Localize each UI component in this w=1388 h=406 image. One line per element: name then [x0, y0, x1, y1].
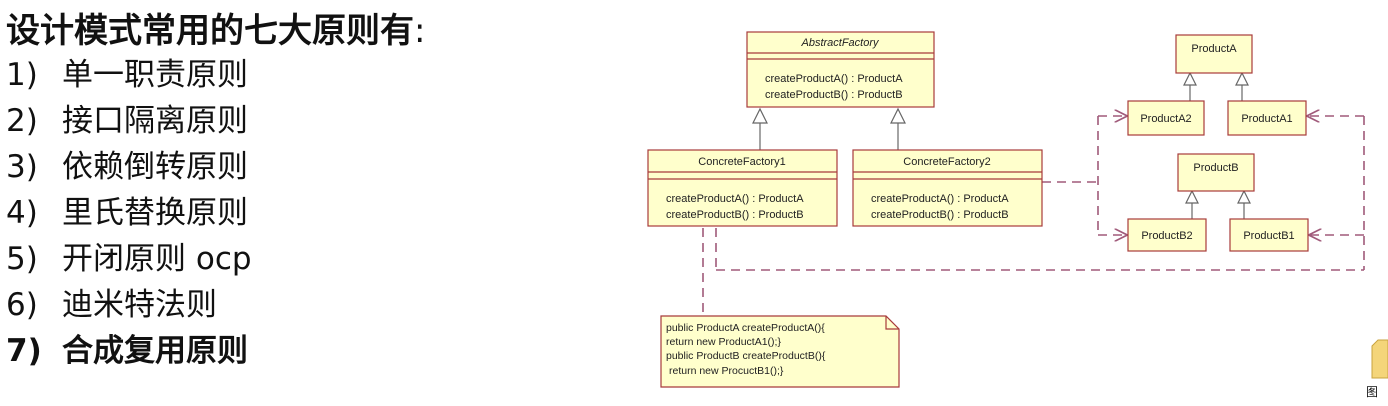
method: createProductA() : ProductA: [871, 193, 1009, 205]
principle-number: 7): [6, 333, 42, 369]
product-b2-box: [1127, 218, 1207, 252]
product-a1-box: [1227, 100, 1307, 136]
class-name: ConcreteFactory1: [698, 156, 785, 168]
principle-number: 2): [6, 103, 38, 139]
principle-number: 5): [6, 241, 38, 277]
principle-label: 里氏替换原则: [62, 195, 248, 231]
principle-label: 开闭原则 ocp: [62, 241, 252, 277]
inheritance-triangle: [1183, 71, 1197, 86]
principle-label: 单一职责原则: [62, 57, 248, 93]
principle-number: 3): [6, 149, 38, 185]
class-name: ConcreteFactory2: [903, 156, 990, 168]
note-line: public ProductB createProductB(){: [666, 350, 826, 362]
principle-label: 接口隔离原则: [62, 103, 248, 139]
principle-label: 合成复用原则: [62, 333, 248, 369]
principle-item-1: 1) 单一职责原则: [6, 52, 566, 98]
code-note: public ProductA createProductA(){ return…: [660, 315, 900, 388]
title-colon: :: [414, 11, 426, 51]
inheritance-triangle: [752, 107, 768, 124]
note-line: public ProductA createProductA(){: [666, 322, 825, 334]
principle-item-3: 3) 依赖倒转原则: [6, 144, 566, 190]
inheritance-triangle: [1235, 71, 1249, 86]
desktop-icon-label[interactable]: 图: [1366, 385, 1379, 399]
method: createProductA() : ProductA: [666, 193, 804, 205]
principle-number: 6): [6, 287, 38, 323]
page-title: 设计模式常用的七大原则有:: [6, 10, 566, 52]
product-b2-name: ProductB2: [1141, 230, 1192, 242]
product-b1-name: ProductB1: [1243, 230, 1294, 242]
method: createProductA() : ProductA: [765, 73, 903, 85]
principle-item-6: 6) 迪米特法则: [6, 282, 566, 328]
product-a-box: [1175, 34, 1253, 74]
class-name: AbstractFactory: [800, 37, 880, 49]
concrete-factory2-class: ConcreteFactory2 createProductA() : Prod…: [852, 149, 1043, 227]
principle-item-7: 7) 合成复用原则: [6, 328, 566, 374]
principle-number: 4): [6, 195, 38, 231]
concrete-factory1-class: ConcreteFactory1 createProductA() : Prod…: [647, 149, 838, 227]
method: createProductB() : ProductB: [871, 209, 1009, 221]
principles-panel: 设计模式常用的七大原则有: 1) 单一职责原则 2) 接口隔离原则 3) 依赖倒转原则…: [6, 10, 566, 374]
method: createProductB() : ProductB: [765, 89, 903, 101]
note-line: return new ProcuctB1();}: [669, 365, 784, 377]
principle-label: 依赖倒转原则: [62, 149, 248, 185]
inheritance-triangle: [890, 107, 906, 124]
product-classes: [1127, 34, 1309, 252]
method: createProductB() : ProductB: [666, 209, 804, 221]
principle-number: 1): [6, 57, 38, 93]
inheritance-triangle: [1185, 189, 1199, 204]
folder-icon[interactable]: [1371, 339, 1388, 379]
product-a1-name: ProductA1: [1241, 113, 1292, 125]
abstract-factory-class: AbstractFactory createProductA() : Produ…: [746, 31, 935, 108]
inheritance-triangle: [1237, 189, 1251, 204]
title-text: 设计模式常用的七大原则有: [6, 11, 414, 51]
product-b1-box: [1229, 218, 1309, 252]
product-a2-name: ProductA2: [1140, 113, 1191, 125]
principle-item-5: 5) 开闭原则 ocp: [6, 236, 566, 282]
principle-item-2: 2) 接口隔离原则: [6, 98, 566, 144]
note-line: return new ProductA1();}: [666, 336, 781, 348]
product-b-box: [1177, 153, 1255, 192]
dependency-lines: [702, 116, 1365, 316]
inheritance-lines: [752, 71, 1251, 219]
product-a2-box: [1127, 100, 1205, 136]
principle-label: 迪米特法则: [62, 287, 217, 323]
principle-item-4: 4) 里氏替换原则: [6, 190, 566, 236]
product-a-name: ProductA: [1191, 43, 1237, 55]
product-b-name: ProductB: [1193, 162, 1238, 174]
